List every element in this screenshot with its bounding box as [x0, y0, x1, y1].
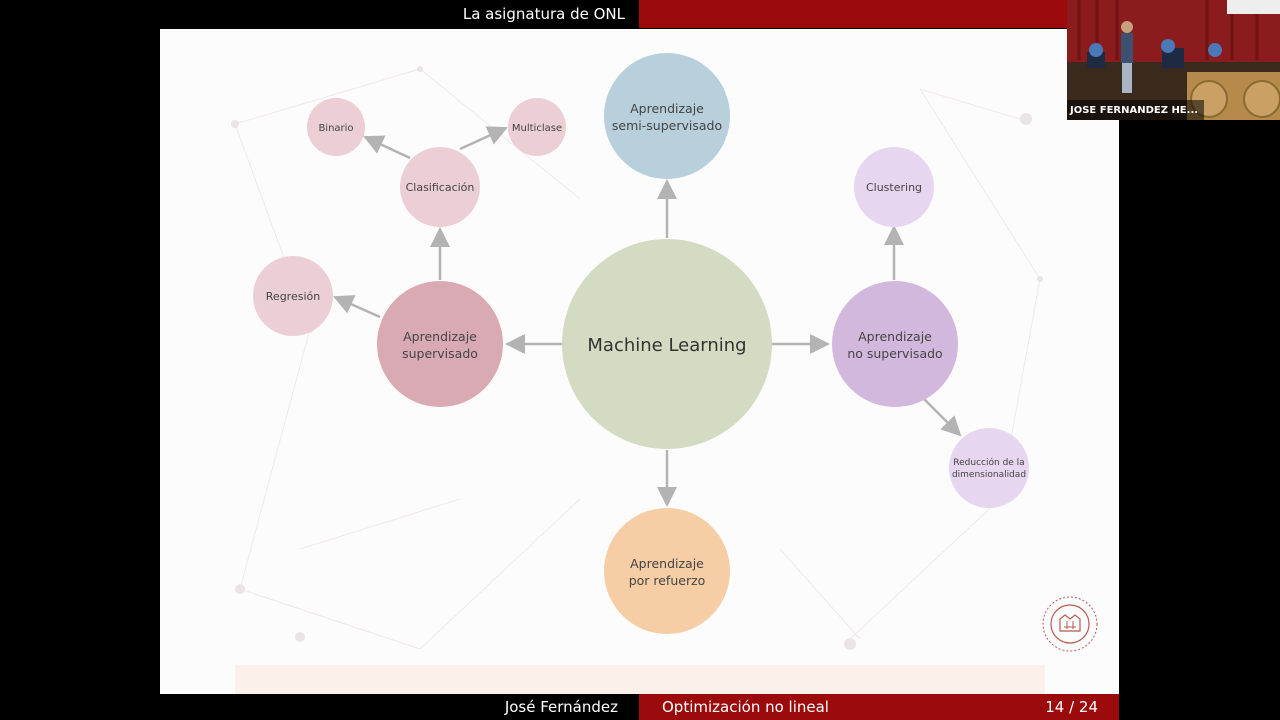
node-label-supervised-2: supervisado — [402, 346, 478, 361]
slide-canvas: Machine Learning Aprendizaje semi-superv… — [160, 29, 1119, 694]
node-semi-supervised: Aprendizaje semi-supervisado — [604, 53, 730, 179]
footer-course-title: Optimización no lineal — [662, 698, 829, 716]
node-label-multiclass: Multiclase — [512, 123, 562, 134]
node-label-dimred-1: Reducción de la — [953, 457, 1024, 468]
speaker-video-tile[interactable]: JOSE FERNANDEZ HE... — [1067, 0, 1280, 120]
arrow-to-regression — [333, 295, 381, 319]
node-binary: Binario — [307, 98, 365, 156]
node-reinforcement: Aprendizaje por refuerzo — [604, 508, 730, 634]
node-label-classification: Clasificación — [406, 181, 475, 194]
diagram-arrows — [333, 126, 962, 507]
node-label-semi-2: semi-supervisado — [612, 118, 722, 133]
node-multiclass: Multiclase — [508, 98, 566, 156]
machine-learning-diagram: Machine Learning Aprendizaje semi-superv… — [253, 53, 1029, 634]
university-seal-icon — [1042, 596, 1098, 652]
header-accent-bar — [639, 0, 1067, 28]
node-label-semi-1: Aprendizaje — [630, 101, 704, 116]
node-regression: Regresión — [253, 256, 333, 336]
background-network-pattern — [231, 66, 1045, 694]
node-label-reinforcement-1: Aprendizaje — [630, 556, 704, 571]
node-unsupervised: Aprendizaje no supervisado — [832, 281, 958, 407]
node-label-binary: Binario — [318, 123, 353, 134]
footer-author: José Fernández — [160, 694, 639, 720]
node-label-reinforcement-2: por refuerzo — [629, 573, 706, 588]
node-clustering: Clustering — [854, 147, 934, 227]
node-label-unsupervised-1: Aprendizaje — [858, 329, 932, 344]
node-label-dimred-2: dimensionalidad — [952, 470, 1026, 480]
footer-page-number: 14 / 24 — [1045, 698, 1098, 716]
footer-course-section: Optimización no lineal 14 / 24 — [639, 694, 1119, 720]
node-label-center: Machine Learning — [587, 335, 746, 356]
arrow-to-binary — [363, 135, 411, 160]
node-supervised: Aprendizaje supervisado — [377, 281, 503, 407]
node-classification: Clasificación — [400, 147, 480, 227]
section-title: La asignatura de ONL — [160, 0, 639, 28]
slide-header-bar: La asignatura de ONL — [160, 0, 1067, 28]
arrow-to-dimred — [923, 398, 962, 437]
slide-footer-bar: José Fernández Optimización no lineal 14… — [160, 694, 1119, 720]
participant-name-label: JOSE FERNANDEZ HE... — [1067, 100, 1205, 120]
node-machine-learning: Machine Learning — [562, 239, 772, 449]
node-label-supervised-1: Aprendizaje — [403, 329, 477, 344]
arrow-to-multiclass — [459, 126, 508, 151]
node-label-regression: Regresión — [266, 290, 320, 303]
node-label-clustering: Clustering — [866, 181, 922, 194]
node-dimensionality-reduction: Reducción de la dimensionalidad — [949, 428, 1029, 508]
node-label-unsupervised-2: no supervisado — [847, 346, 942, 361]
